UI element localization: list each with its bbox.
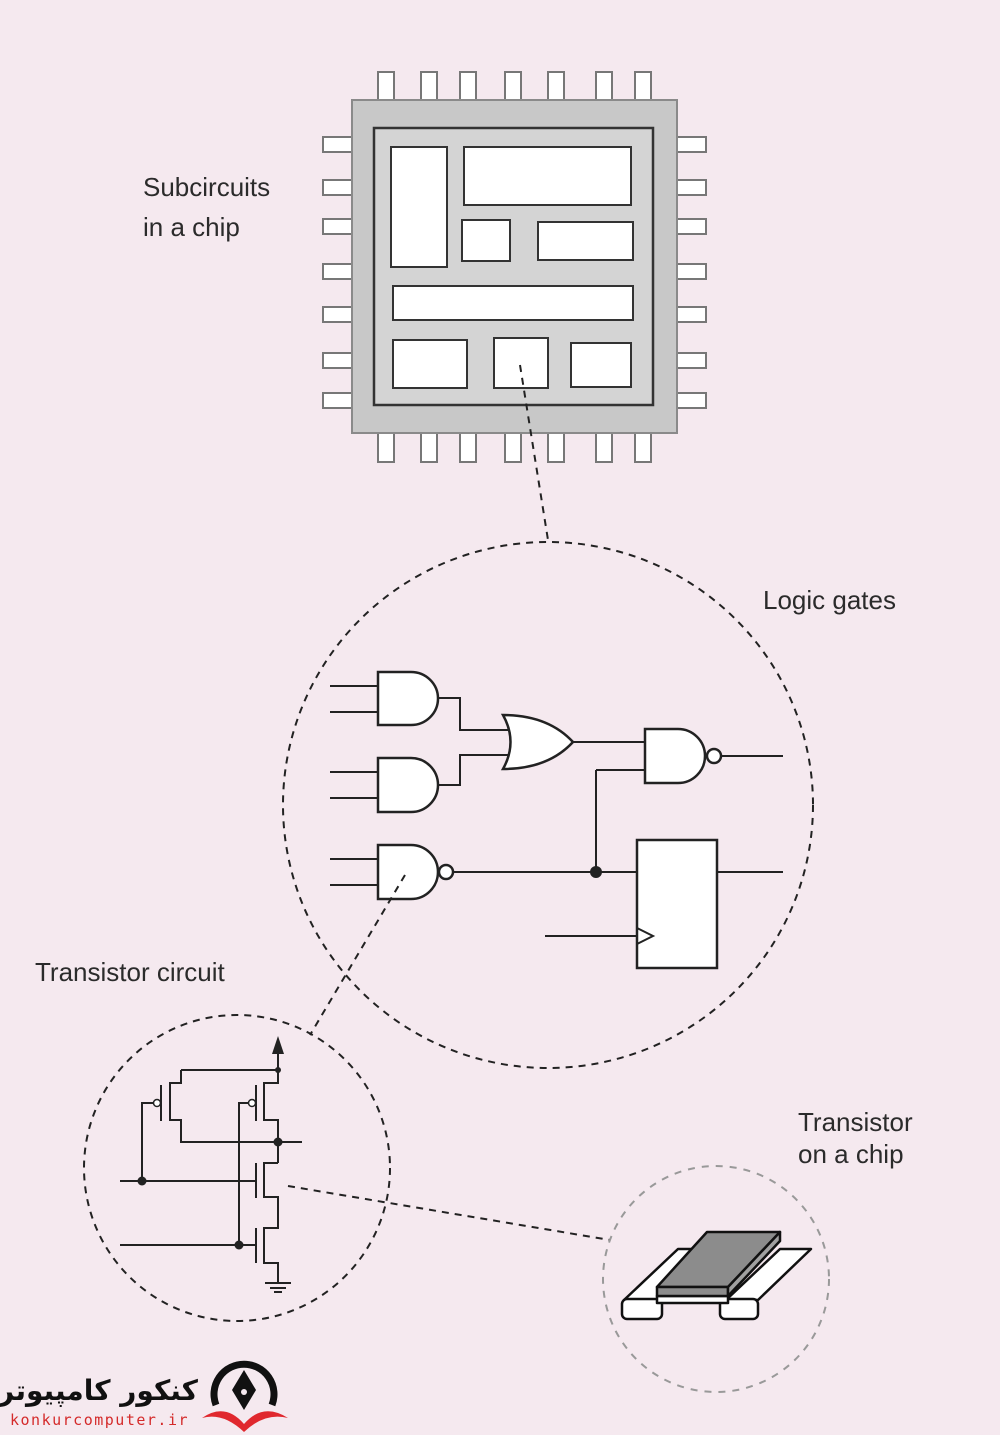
transistor-chip-zoom-circle xyxy=(602,1165,830,1393)
zoom-connector-chip-to-gates xyxy=(519,364,549,541)
zoom-connector-transistor-to-chip xyxy=(287,1185,611,1241)
logo-arc-icon xyxy=(210,1360,278,1407)
and-gate-2 xyxy=(376,756,440,814)
pmos-transistor-2 xyxy=(263,1070,279,1163)
logic-gates-zoom-circle xyxy=(282,541,814,1069)
label-transistor-chip-line1: Transistor xyxy=(798,1107,913,1137)
logo-url-text: konkurcomputer.ir xyxy=(10,1411,189,1429)
label-transistor-chip-line2: on a chip xyxy=(798,1139,904,1169)
chip-pins-left xyxy=(322,136,353,409)
logo-brand-text: کنکور کامپیوتر xyxy=(0,1374,199,1407)
subcircuit-blocks xyxy=(390,146,634,389)
cmos-nand-circuit xyxy=(120,1036,302,1293)
label-logic-gates: Logic gates xyxy=(763,585,896,615)
nmos-transistors xyxy=(263,1162,279,1283)
ground-icon xyxy=(265,1282,291,1293)
zoom-connector-gate-to-transistors xyxy=(309,874,406,1036)
or-gate xyxy=(500,713,575,771)
label-subcircuits-line2: in a chip xyxy=(143,212,240,242)
clock-input-triangle xyxy=(636,927,656,945)
chip-pins-top xyxy=(377,71,652,101)
inverter-bubble xyxy=(437,863,455,881)
output-node-dot xyxy=(273,1137,283,1147)
label-transistor-circuit: Transistor circuit xyxy=(35,957,226,987)
label-subcircuits-line1: Subcircuits xyxy=(143,172,270,202)
chip-package xyxy=(322,71,707,463)
chip-pins-right xyxy=(676,136,707,409)
flip-flop xyxy=(635,838,719,970)
transistor-circuit-zoom-circle xyxy=(83,1014,391,1322)
inverter-bubble xyxy=(705,747,723,765)
pmos-transistor-1 xyxy=(169,1070,182,1143)
open-book-icon xyxy=(202,1411,288,1432)
and-gate-1 xyxy=(376,670,440,727)
junction-dot xyxy=(590,866,602,878)
transistor-3d-illustration xyxy=(620,1230,813,1321)
watermark-logo: کنکور کامپیوتر konkurcomputer.ir xyxy=(0,1360,288,1432)
logic-gate-network xyxy=(330,670,783,970)
chip-pins-bottom xyxy=(377,432,652,463)
nand-gate-2 xyxy=(643,727,707,785)
nand-gate-1 xyxy=(376,843,440,901)
vdd-arrow-icon xyxy=(272,1036,284,1054)
